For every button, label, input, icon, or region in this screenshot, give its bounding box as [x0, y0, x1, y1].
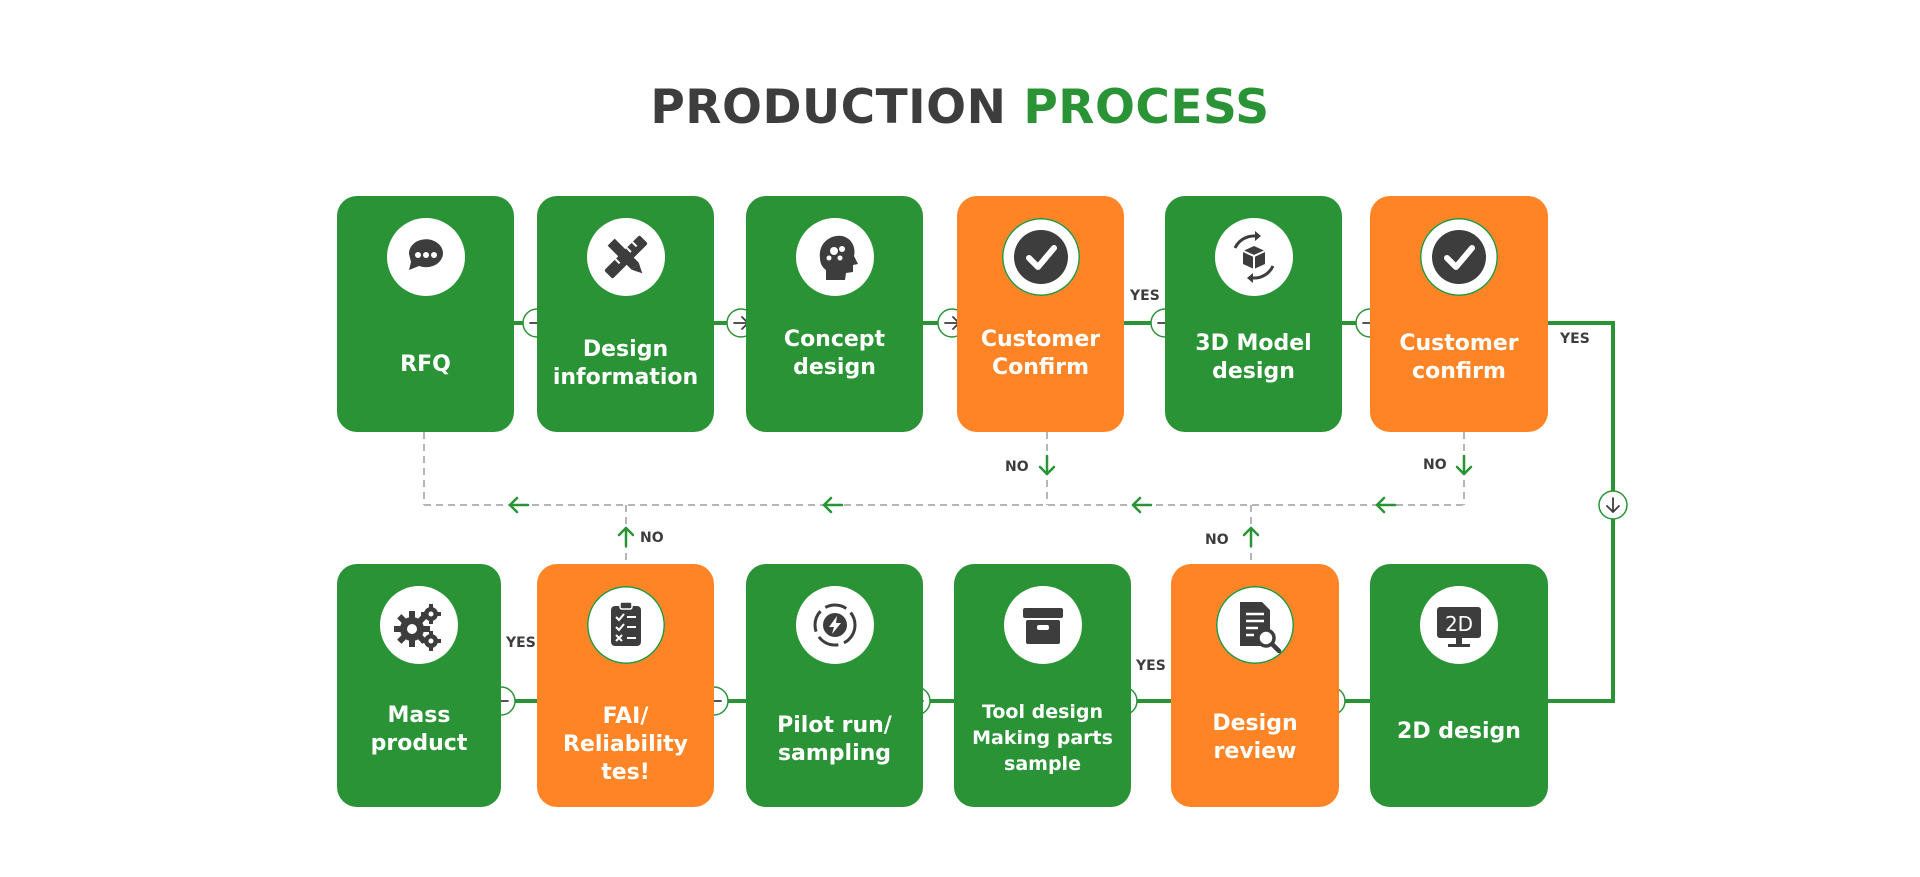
clipboard-check-icon: [610, 601, 641, 646]
step-label: Design information: [552, 337, 699, 390]
step-icon-circle: [1420, 218, 1498, 296]
monitor-2d-text: 2D: [1445, 612, 1473, 636]
step-icon-circle: [795, 218, 874, 296]
power-cycle-icon: [813, 603, 856, 647]
step-label: 3D Model design: [1195, 331, 1312, 384]
step-box: Design information: [537, 196, 714, 432]
no-label: NO: [640, 530, 664, 546]
return-arrows: [508, 454, 1473, 548]
title-part-2: PROCESS: [1023, 80, 1270, 135]
step-label: Customer confirm: [1399, 331, 1519, 384]
step-box: 2D 2D design: [1370, 564, 1548, 807]
arrow-left-icon: [822, 496, 844, 514]
chat-bubble-icon: [408, 239, 443, 270]
step-label: Pilot run/ sampling: [777, 713, 892, 766]
step-label: Design review: [1212, 711, 1298, 764]
step-icon-circle: 2D: [1420, 586, 1498, 664]
step-label: FAI/ Reliability tes!: [562, 704, 689, 785]
head-brain-icon: [819, 235, 858, 280]
no-label: NO: [1205, 532, 1229, 548]
step-box: Customer Confirm: [957, 196, 1124, 432]
step-box: Design review: [1171, 564, 1339, 807]
step-label: 2D design: [1397, 719, 1521, 744]
diagram-title: PRODUCTION PROCESS: [0, 80, 1920, 135]
checkmark-icon: [1432, 230, 1486, 284]
step-label: Tool design Making parts sample: [972, 701, 1113, 775]
no-return-paths: [423, 432, 1465, 564]
monitor-2d-icon: 2D: [1437, 607, 1481, 647]
step-icon-circle: [795, 586, 874, 664]
yes-label: YES: [505, 635, 536, 651]
step-box: Concept design: [746, 196, 923, 432]
step-label: Mass product: [370, 703, 468, 756]
step-box: Pilot run/ sampling: [746, 564, 923, 807]
step-label: Customer Confirm: [980, 327, 1101, 380]
annotations: YES YES YES YES NO NO NO NO: [505, 288, 1590, 674]
arrow-up-icon: [1242, 526, 1260, 548]
step-box: Customer confirm: [1370, 196, 1548, 432]
step-label: Concept design: [783, 327, 886, 380]
step-box: RFQ: [337, 196, 514, 432]
cube-rotate-icon: [1233, 231, 1274, 283]
arrow-left-icon: [1131, 496, 1153, 514]
yes-label: YES: [1135, 658, 1166, 674]
step-icon-circle: [1001, 218, 1080, 296]
step-box: Tool design Making parts sample: [954, 564, 1131, 807]
step-icon-circle: [386, 218, 465, 296]
step-icon-circle: [586, 218, 665, 296]
no-label: NO: [1005, 459, 1029, 475]
step-icon-circle: [1003, 586, 1082, 664]
arrow-down-icon: [1598, 490, 1628, 520]
gears-icon: [394, 604, 441, 651]
step-box: 3D Model design: [1165, 196, 1342, 432]
arrow-left-icon: [508, 496, 530, 514]
no-label: NO: [1423, 457, 1447, 473]
step-icon-circle: [586, 586, 665, 664]
checkmark-icon: [1013, 230, 1068, 284]
pencil-ruler-icon: [604, 235, 647, 279]
step-icon-circle: [380, 586, 458, 664]
arrow-up-icon: [617, 526, 635, 548]
step-label: RFQ: [400, 352, 451, 377]
title-part-1: PRODUCTION: [650, 80, 1007, 135]
box-icon: [1022, 608, 1063, 644]
step-icon-circle: [1214, 218, 1293, 296]
step-box: Mass product: [337, 564, 501, 807]
document-search-icon: [1240, 602, 1282, 654]
yes-label: YES: [1129, 288, 1160, 304]
arrow-down-icon: [1038, 454, 1056, 476]
arrow-down-icon: [1455, 454, 1473, 476]
arrow-left-icon: [1375, 496, 1397, 514]
step-icon-circle: [1216, 586, 1294, 664]
step-box: FAI/ Reliability tes!: [537, 564, 714, 807]
yes-label: YES: [1559, 331, 1590, 347]
